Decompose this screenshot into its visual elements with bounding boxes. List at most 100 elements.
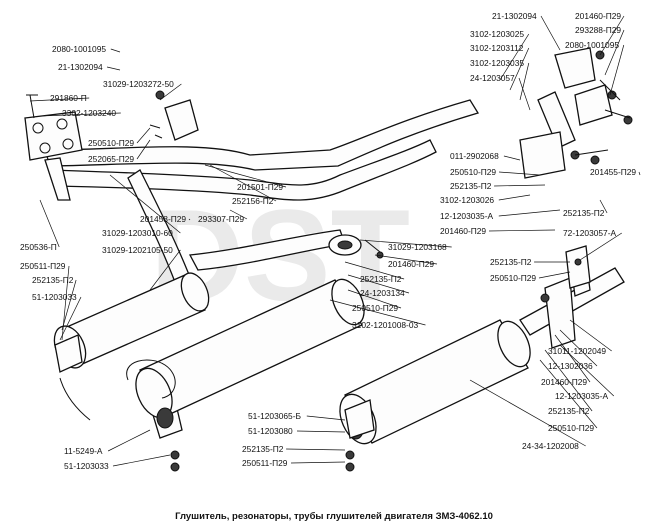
part-number-label: 11-5249-А [64, 446, 103, 456]
leader-line [136, 139, 151, 160]
part-number-label: 201501-П29 [237, 182, 283, 192]
part-number-label: 21-1302094 [58, 62, 103, 72]
part-number-label: 3102-1203112 [470, 43, 524, 53]
leader-line [306, 415, 346, 421]
part-number-label: 252135-П2 [490, 257, 532, 267]
part-number-label: 252065-П29 [88, 154, 134, 164]
leader-line [229, 209, 248, 220]
leader-line [61, 265, 70, 341]
leader-line [29, 97, 90, 102]
leader-line [488, 229, 556, 232]
pipe-flange-joint [328, 234, 384, 259]
part-number-label: 250510-П29 [548, 423, 594, 433]
leader-line [290, 461, 346, 464]
front-bracket [149, 90, 199, 141]
middle-muffler [135, 278, 365, 429]
leader-line [39, 112, 121, 117]
leader-line [374, 254, 438, 265]
part-number-label: 201455-П29 [590, 167, 636, 177]
leader-line [286, 448, 346, 451]
leader-line [149, 249, 181, 291]
leader-line [110, 48, 121, 53]
part-number-label: 72-1203057-А [563, 228, 616, 238]
part-number-label: 2080-1001095 [565, 40, 619, 50]
leader-line [559, 344, 615, 397]
manifold-stud [26, 94, 38, 119]
leader-line [599, 15, 625, 56]
part-number-label: 250510-П29 [490, 273, 536, 283]
leader-line [499, 33, 530, 81]
leader-line [540, 15, 561, 51]
part-number-label: 3302-1203240 [62, 108, 116, 118]
top-right-bracket [537, 47, 633, 149]
leader-line [538, 271, 571, 279]
part-number-label: 12-1302036 [548, 361, 593, 371]
part-number-label: 252135-П2 [360, 274, 402, 284]
part-number-label: 3102-1203035 [470, 58, 524, 68]
leader-line [638, 171, 641, 176]
part-number-label: 250511-П29 [20, 261, 66, 271]
part-number-label: 21-1302094 [492, 11, 537, 21]
manifold-flange [24, 111, 83, 201]
leader-line [112, 454, 171, 467]
part-number-label: 2080-1001095 [52, 44, 106, 54]
leader-line [599, 199, 608, 214]
leader-line [347, 274, 410, 294]
part-number-label: 12-1203035-А [440, 211, 493, 221]
part-number-label: 51-1203033 [32, 292, 77, 302]
part-number-label: 201460-П29 [575, 11, 621, 21]
part-number-label: 51-1203065-Б [248, 411, 301, 421]
part-number-label: 31029-1203010-60 [102, 228, 173, 238]
part-number-label: 24-34-1202008 [522, 441, 579, 451]
part-number-label: 250510-П29 [88, 138, 134, 148]
tail-clamp [565, 245, 591, 289]
part-number-label: 291860-П [50, 93, 87, 103]
leader-line [59, 296, 82, 341]
rear-clamp [344, 399, 375, 472]
leader-line [106, 66, 121, 71]
part-number-label: 31029-1202105-50 [102, 245, 173, 255]
leader-line [159, 83, 182, 101]
leader-line [329, 299, 426, 326]
leader-line [579, 232, 622, 261]
leader-line [554, 334, 591, 383]
part-number-label: 201460-П29 [388, 259, 434, 269]
leader-line [609, 44, 625, 96]
part-number-label: 201460-П29 [440, 226, 486, 236]
leader-line [39, 199, 60, 248]
leader-line [136, 127, 151, 144]
leader-line [519, 62, 530, 101]
part-number-label: 250510-П29 [450, 167, 496, 177]
part-number-label: 293307-П29 [198, 214, 244, 224]
part-number-label: 201460-П29 [541, 377, 587, 387]
leader-line [469, 379, 586, 447]
nut-left-2 [170, 462, 180, 472]
part-number-label: 250511-П29 [242, 458, 288, 468]
leader-line [494, 184, 546, 187]
part-number-label: 250536-П [20, 242, 57, 252]
part-number-label: 31011-1202049 [548, 346, 606, 356]
part-number-label: 252135-П2 [450, 181, 492, 191]
leader-line [344, 261, 405, 280]
part-number-label: 3102-1203026 [440, 195, 494, 205]
front-pipe-upper [44, 99, 479, 171]
leader-line [188, 218, 191, 221]
leader-line [498, 171, 541, 176]
part-number-label: 011-2902068 [450, 151, 499, 161]
part-number-label: 12-1203035-А [555, 391, 608, 401]
leader-line [503, 155, 521, 161]
leader-line [509, 47, 530, 91]
part-number-label: 250510-П29 [352, 303, 398, 313]
leader-line [107, 429, 151, 452]
leader-line [109, 174, 181, 234]
leader-line [544, 349, 593, 412]
leader-line [498, 194, 531, 201]
part-number-label: 252156-П2 [232, 196, 274, 206]
leader-line [296, 430, 346, 433]
part-labels: 2080-100109521-130209431029-1203272-5029… [20, 11, 641, 471]
leader-line [569, 319, 612, 352]
diagram-caption: Глушитель, резонаторы, трубы глушителей … [175, 511, 493, 522]
leader-line [498, 209, 561, 217]
